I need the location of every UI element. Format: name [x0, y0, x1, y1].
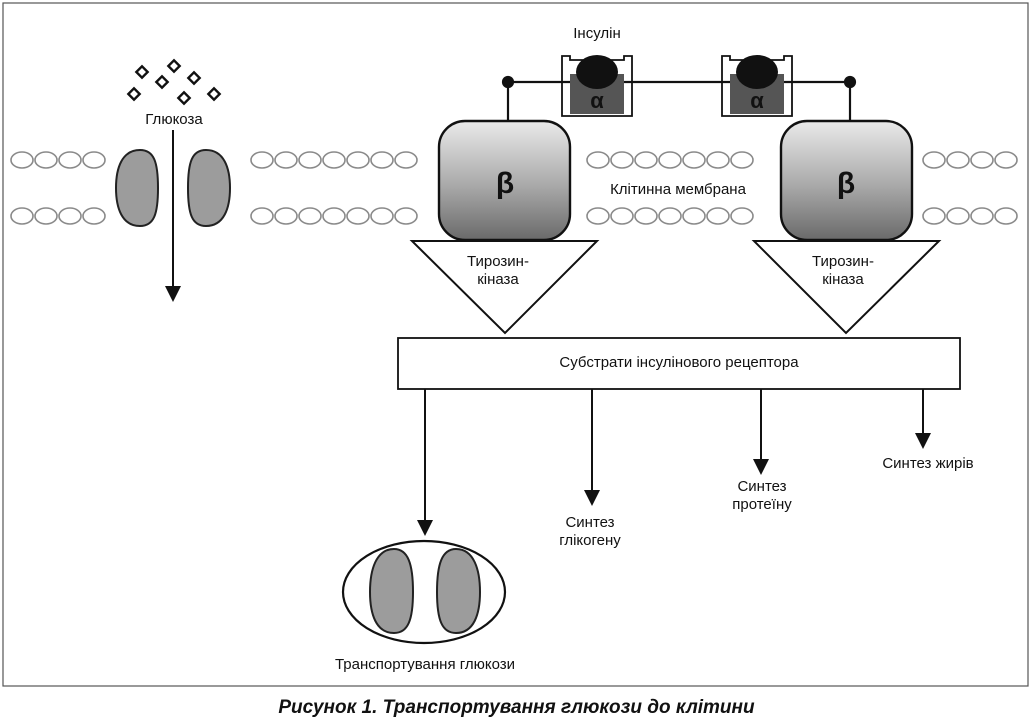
- membrane-outer-layer: [10, 151, 1018, 169]
- membrane-bead: [394, 151, 418, 169]
- glucose-transport-vesicle: [341, 539, 507, 645]
- glucose-molecule-icon: [154, 74, 170, 90]
- glucose-molecule-icon: [166, 58, 182, 74]
- membrane-bead: [970, 151, 994, 169]
- membrane-bead: [250, 207, 274, 225]
- tyrosine-kinase-label-line2: кіназа: [822, 271, 864, 288]
- glucose-label: Глюкоза: [145, 111, 203, 128]
- membrane-bead: [322, 151, 346, 169]
- protein-label-line2: протеїну: [732, 496, 792, 513]
- membrane-inner-layer: [10, 207, 1018, 225]
- membrane-bead: [274, 151, 298, 169]
- membrane-bead: [346, 207, 370, 225]
- receptor-linkage: [501, 75, 857, 122]
- membrane-bead: [322, 207, 346, 225]
- insulin-label: Інсулін: [573, 25, 621, 42]
- glucose-channel: [114, 148, 232, 228]
- glucose-molecule-icon: [206, 86, 222, 102]
- membrane-bead: [298, 207, 322, 225]
- protein-label-line1: Синтез: [737, 478, 786, 495]
- glucose-molecule-icon: [126, 86, 142, 102]
- substrates-label: Субстрати інсулінового рецептора: [559, 354, 799, 371]
- membrane-bead: [298, 151, 322, 169]
- tyrosine-kinase-label-line2: кіназа: [477, 271, 519, 288]
- fats-label: Синтез жирів: [882, 455, 973, 472]
- membrane-bead: [10, 207, 34, 225]
- membrane-bead: [634, 151, 658, 169]
- membrane-bead: [34, 207, 58, 225]
- membrane-bead: [706, 151, 730, 169]
- insulin-signaling-diagram: Глюкоза Інсулін α α β β Клітинна мембран…: [2, 2, 1029, 687]
- glycogen-label-line1: Синтез: [565, 514, 614, 531]
- membrane-bead: [274, 207, 298, 225]
- membrane-bead: [730, 207, 754, 225]
- membrane-bead: [658, 207, 682, 225]
- membrane-bead: [922, 207, 946, 225]
- membrane-bead: [394, 207, 418, 225]
- membrane-bead: [250, 151, 274, 169]
- membrane-bead: [946, 207, 970, 225]
- membrane-bead: [370, 207, 394, 225]
- transport-label: Транспортування глюкози: [335, 656, 515, 673]
- membrane-bead: [586, 207, 610, 225]
- insulin-molecule-icon: [736, 55, 778, 89]
- alpha-label: α: [590, 88, 604, 113]
- membrane-bead: [706, 207, 730, 225]
- membrane-bead: [346, 151, 370, 169]
- tyrosine-kinase-left: Тирозин- кіназа: [409, 240, 600, 335]
- membrane-bead: [58, 151, 82, 169]
- glucose-molecules: [126, 58, 222, 106]
- membrane-bead: [34, 151, 58, 169]
- alpha-label: α: [750, 88, 764, 113]
- membrane-bead: [922, 151, 946, 169]
- membrane-bead: [946, 151, 970, 169]
- membrane-bead: [682, 151, 706, 169]
- membrane-bead: [658, 151, 682, 169]
- membrane-bead: [994, 207, 1018, 225]
- tyrosine-kinase-right: Тирозин- кіназа: [751, 240, 942, 335]
- membrane-bead: [634, 207, 658, 225]
- membrane-bead: [994, 151, 1018, 169]
- figure-frame: [2, 2, 1029, 687]
- substrates-box: Субстрати інсулінового рецептора: [397, 337, 961, 390]
- membrane-bead: [10, 151, 34, 169]
- tyrosine-kinase-label-line1: Тирозин-: [812, 253, 874, 270]
- glucose-molecule-icon: [134, 64, 150, 80]
- insulin-molecule-icon: [576, 55, 618, 89]
- membrane-bead: [370, 151, 394, 169]
- alpha-subunit-right: α: [721, 55, 793, 117]
- alpha-subunit-left: α: [561, 55, 633, 117]
- beta-subunit-left: β: [437, 119, 572, 242]
- beta-subunit-right: β: [779, 119, 914, 242]
- membrane-bead: [970, 207, 994, 225]
- membrane-bead: [610, 151, 634, 169]
- glucose-molecule-icon: [186, 70, 202, 86]
- membrane-bead: [682, 207, 706, 225]
- membrane-bead: [610, 207, 634, 225]
- figure-caption: Рисунок 1. Транспортування глюкози до кл…: [278, 697, 755, 718]
- beta-label: β: [837, 167, 855, 200]
- glucose-molecule-icon: [176, 90, 192, 106]
- glycogen-label-line2: глікогену: [559, 532, 621, 549]
- membrane-bead: [58, 207, 82, 225]
- membrane-bead: [82, 207, 106, 225]
- beta-label: β: [496, 167, 514, 200]
- membrane-label: Клітинна мембрана: [610, 181, 747, 198]
- membrane-bead: [586, 151, 610, 169]
- tyrosine-kinase-label-line1: Тирозин-: [467, 253, 529, 270]
- membrane-bead: [730, 151, 754, 169]
- membrane-bead: [82, 151, 106, 169]
